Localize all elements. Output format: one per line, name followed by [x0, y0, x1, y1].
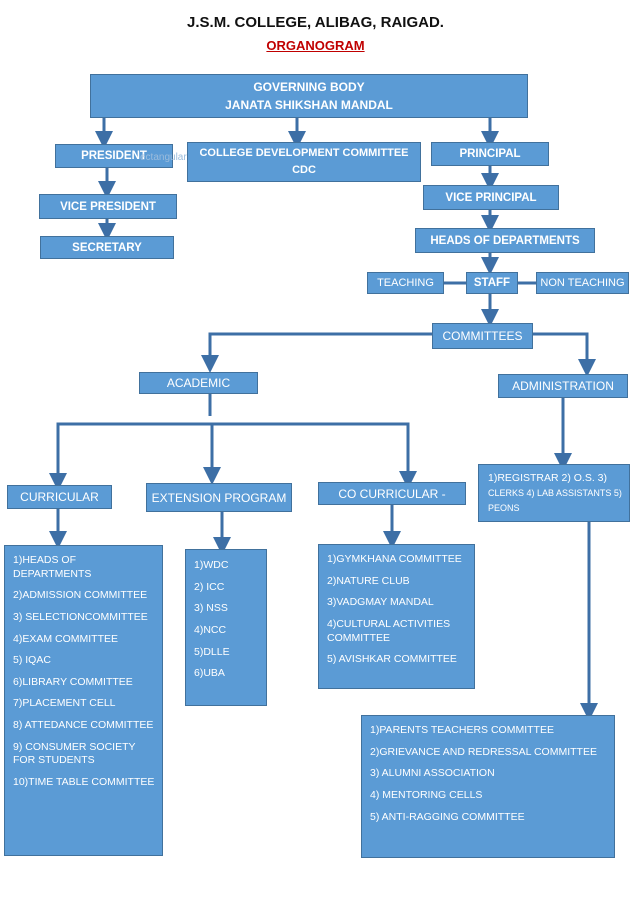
admin-staff-line-3: PEONS: [488, 502, 520, 513]
admin-staff-node: 1)REGISTRAR 2) O.S. 3) CLERKS 4) LAB ASS…: [478, 464, 630, 522]
principal-label: PRINCIPAL: [459, 148, 521, 160]
teaching-label: TEACHING: [377, 277, 434, 289]
governing-body-label: GOVERNING BODY: [253, 80, 365, 94]
list-item: 4)CULTURAL ACTIVITIES COMMITTEE: [327, 617, 451, 644]
list-item: 5) AVISHKAR COMMITTEE: [327, 653, 457, 666]
list-item: 6)LIBRARY COMMITTEE: [13, 675, 133, 688]
list-item: 5) IQAC: [13, 654, 51, 667]
staff-node: STAFF: [466, 272, 518, 294]
secretary-node: SECRETARY: [40, 236, 174, 259]
list-item: 4) MENTORING CELLS: [370, 788, 483, 801]
janata-shikshan-mandal-label: JANATA SHIKSHAN MANDAL: [225, 98, 393, 112]
president-label: PRESIDENT: [81, 150, 147, 162]
list-item: 8) ATTEDANCE COMMITTEE: [13, 719, 154, 732]
organogram-label: ORGANOGRAM: [266, 38, 365, 53]
list-item: 1)GYMKHANA COMMITTEE: [327, 553, 462, 565]
academic-label: ACADEMIC: [166, 376, 231, 390]
staff-label: STAFF: [473, 277, 511, 289]
non-teaching-node: NON TEACHING: [536, 272, 629, 294]
curricular-list: 1)HEADS OF DEPARTMENTS 2)ADMISSION COMMI…: [4, 545, 163, 856]
list-item: 7)PLACEMENT CELL: [13, 697, 116, 710]
cdc-node: COLLEGE DEVELOPMENT COMMITTEE CDC: [187, 142, 421, 182]
extension-program-label: EXTENSION PROGRAM: [151, 490, 287, 505]
administration-label: ADMINISTRATION: [512, 379, 614, 393]
secretary-label: SECRETARY: [72, 241, 142, 254]
governing-body-node: GOVERNING BODY JANATA SHIKSHAN MANDAL: [90, 74, 528, 118]
vice-principal-label: VICE PRINCIPAL: [445, 191, 537, 204]
list-item: 4)EXAM COMMITTEE: [13, 632, 119, 645]
president-node: PRESIDENT: [55, 144, 173, 168]
committees-node: COMMITTEES: [432, 323, 533, 349]
administration-node: ADMINISTRATION: [498, 374, 628, 398]
list-item: 9) CONSUMER SOCIETY FOR STUDENTS: [13, 740, 136, 767]
extension-list: 1)WDC 2) ICC 3) NSS 4)NCC 5)DLLE 6)UBA: [185, 549, 267, 706]
list-item: 6)UBA: [194, 667, 225, 680]
co-curricular-node: CO CURRICULAR -: [318, 482, 466, 505]
list-item: 1)PARENTS TEACHERS COMMITTEE: [370, 724, 554, 736]
non-teaching-label: NON TEACHING: [540, 277, 625, 289]
list-item: 5) ANTI-RAGGING COMMITTEE: [370, 810, 525, 823]
extension-program-node: EXTENSION PROGRAM: [146, 483, 292, 512]
co-curricular-label: CO CURRICULAR -: [338, 486, 446, 501]
cdc-abbrev: CDC: [292, 164, 316, 176]
page-subtitle: ORGANOGRAM: [0, 38, 631, 53]
heads-of-departments-label: HEADS OF DEPARTMENTS: [430, 234, 580, 247]
list-item: 3) NSS: [194, 602, 228, 615]
list-item: 3) SELECTIONCOMMITTEE: [13, 610, 148, 623]
cdc-label: COLLEGE DEVELOPMENT COMMITTEE: [199, 147, 409, 159]
principal-node: PRINCIPAL: [431, 142, 549, 166]
curricular-node: CURRICULAR: [7, 485, 112, 509]
page-title: J.S.M. COLLEGE, ALIBAG, RAIGAD.: [187, 14, 444, 31]
list-item: 3)VADGMAY MANDAL: [327, 596, 434, 609]
snip-watermark: ectangular Snip: [140, 152, 210, 163]
list-item: 2)ADMISSION COMMITTEE: [13, 589, 148, 602]
vice-principal-node: VICE PRINCIPAL: [423, 185, 559, 210]
admin-staff-line-1: 1)REGISTRAR 2) O.S. 3): [488, 471, 608, 484]
list-item: 3) ALUMNI ASSOCIATION: [370, 767, 495, 780]
co-curricular-list: 1)GYMKHANA COMMITTEE 2)NATURE CLUB 3)VAD…: [318, 544, 475, 689]
vice-president-label: VICE PRESIDENT: [60, 200, 156, 213]
curricular-label: CURRICULAR: [20, 490, 99, 504]
administration-list: 1)PARENTS TEACHERS COMMITTEE 2)GRIEVANCE…: [361, 715, 615, 858]
academic-node: ACADEMIC: [139, 372, 258, 394]
list-item: 2) ICC: [194, 580, 225, 593]
list-item: 4)NCC: [194, 623, 227, 636]
list-item: 1)HEADS OF DEPARTMENTS: [13, 554, 92, 580]
list-item: 5)DLLE: [194, 645, 230, 658]
list-item: 2)NATURE CLUB: [327, 574, 410, 587]
heads-of-departments-node: HEADS OF DEPARTMENTS: [415, 228, 595, 253]
list-item: 2)GRIEVANCE AND REDRESSAL COMMITTEE: [370, 745, 597, 758]
list-item: 10)TIME TABLE COMMITTEE: [13, 776, 155, 789]
teaching-node: TEACHING: [367, 272, 444, 294]
vice-president-node: VICE PRESIDENT: [39, 194, 177, 219]
list-item: 1)WDC: [194, 559, 229, 571]
admin-staff-line-2: CLERKS 4) LAB ASSISTANTS 5): [488, 487, 622, 498]
committees-label: COMMITTEES: [442, 329, 523, 343]
